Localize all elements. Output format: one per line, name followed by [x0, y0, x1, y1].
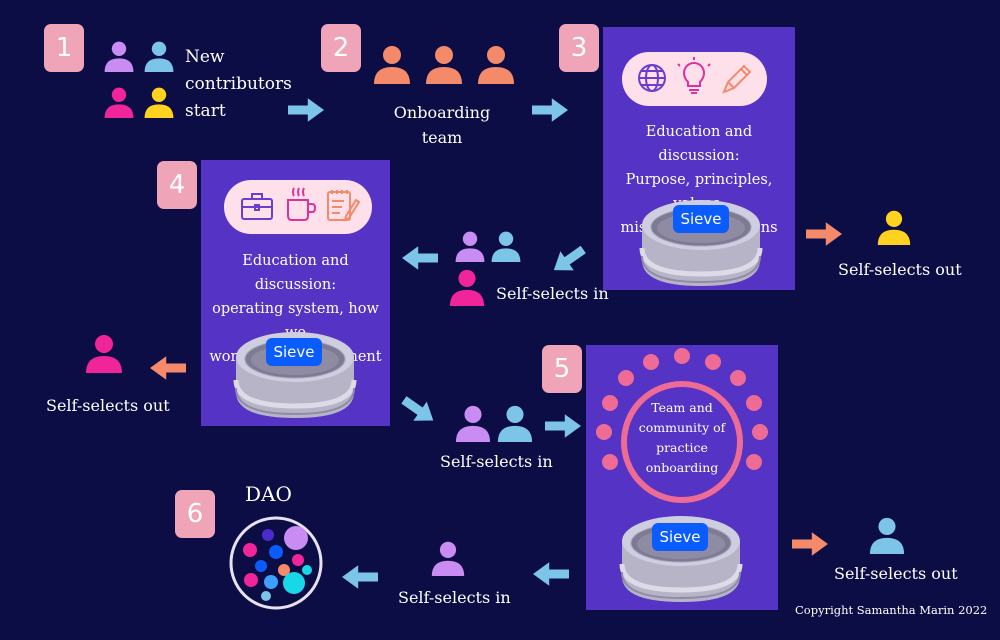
- dao-cluster-icon: [229, 516, 323, 610]
- step-5-line-4: onboarding: [645, 460, 719, 475]
- arrow-right-icon: [806, 222, 842, 246]
- arrow-left-icon: [533, 562, 569, 586]
- arrow-down-left-icon: [547, 239, 591, 280]
- step-3-in-caption: Self-selects in: [496, 284, 609, 303]
- step-1-line-3: start: [185, 101, 226, 121]
- step-3-sieve-label: Sieve: [673, 205, 729, 233]
- new-contributors-icon: [104, 41, 174, 118]
- pencil-icon: [722, 64, 752, 94]
- arrow-down-right-icon: [397, 390, 441, 431]
- arrow-left-icon: [402, 246, 438, 270]
- step-4-line-1: Education and discussion:: [242, 253, 349, 293]
- step-4-badge: 4: [157, 161, 197, 209]
- step-4-out-caption: Self-selects out: [46, 396, 170, 415]
- step-2-badge: 2: [321, 24, 361, 72]
- person-out-icon: [86, 335, 122, 373]
- step-1-badge: 1: [44, 24, 84, 72]
- person-in-icon: [431, 541, 465, 576]
- person-out-icon: [877, 210, 911, 245]
- community-circle-icon: [596, 348, 768, 503]
- step-5-line-3: practice: [656, 440, 708, 455]
- arrow-right-icon: [545, 414, 581, 438]
- step-2-line-2: team: [421, 128, 463, 147]
- arrow-left-icon: [342, 565, 378, 589]
- step-3-line-1: Education and discussion:: [645, 124, 753, 164]
- step-2-label: Onboarding team: [380, 100, 504, 150]
- arrow-left-icon: [150, 356, 186, 380]
- sieve-icon: [616, 506, 746, 606]
- step-1-line-2: contributors: [185, 74, 292, 94]
- step-2-line-1: Onboarding: [393, 103, 491, 122]
- globe-icon: [638, 64, 666, 92]
- dao-title: DAO: [245, 482, 292, 506]
- step-5-line-1: Team and: [651, 400, 713, 415]
- step-5-in-caption: Self-selects in: [398, 588, 511, 607]
- coffee-mug-icon: [287, 187, 317, 221]
- step-5-badge: 5: [542, 345, 582, 393]
- step-3-badge: 3: [559, 24, 599, 72]
- lightbulb-icon: [677, 57, 711, 94]
- briefcase-icon: [241, 193, 273, 220]
- step-1-label: New contributors start: [185, 44, 292, 125]
- step-3-out-caption: Self-selects out: [838, 260, 962, 279]
- step-5-sieve-label: Sieve: [652, 523, 708, 551]
- arrow-right-icon: [288, 98, 324, 122]
- step-6-badge: 6: [175, 490, 215, 538]
- step-4-in-caption: Self-selects in: [440, 452, 553, 471]
- step-4-sieve-label: Sieve: [266, 338, 322, 366]
- onboarding-team-icon: [374, 46, 514, 84]
- selected-pair-icon: [455, 405, 533, 442]
- step-5-out-caption: Self-selects out: [834, 564, 958, 583]
- copyright-text: Copyright Samantha Marin 2022: [795, 603, 988, 617]
- step-5-label: Team and community of practice onboardin…: [606, 398, 758, 478]
- notepad-pencil-icon: [327, 190, 361, 222]
- person-out-icon: [869, 517, 905, 554]
- step-5-line-2: community of: [638, 420, 726, 435]
- arrow-right-icon: [792, 532, 828, 556]
- sieve-icon: [230, 322, 360, 422]
- arrow-right-icon: [532, 98, 568, 122]
- step-1-line-1: New: [185, 47, 225, 67]
